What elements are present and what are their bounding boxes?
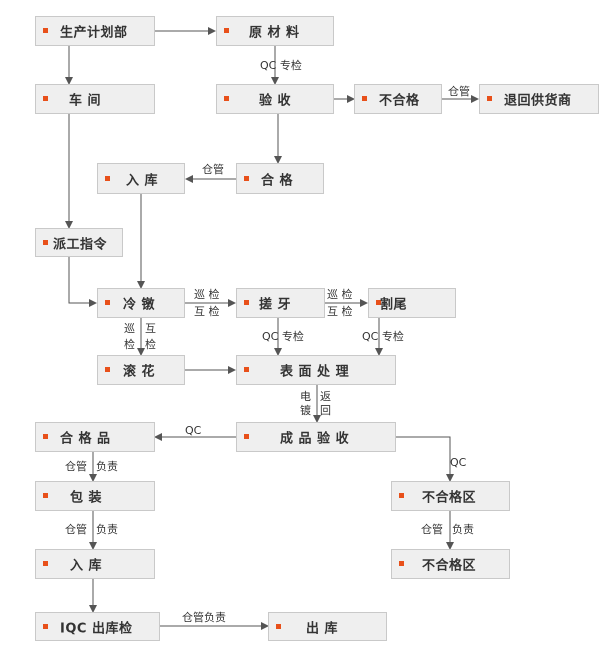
node-workshop: 车 间 bbox=[35, 84, 155, 114]
edge-label-responsible: 负责 bbox=[96, 460, 118, 473]
edge-label-patrol: 巡 bbox=[124, 322, 135, 335]
node-finished-inspection: 成 品 验 收 bbox=[236, 422, 396, 452]
node-iqc-outbound-check: IQC 出库检 bbox=[35, 612, 160, 641]
node-label: 退回供货商 bbox=[504, 93, 572, 109]
node-label: 入 库 bbox=[126, 173, 159, 188]
edge-label-mutual: 互 bbox=[145, 322, 156, 335]
bullet-marker bbox=[244, 367, 249, 372]
node-label: 搓 牙 bbox=[259, 297, 292, 313]
node-label: 冷 镦 bbox=[123, 297, 156, 313]
node-return-to-supplier: 退回供货商 bbox=[479, 84, 599, 114]
bullet-marker bbox=[43, 239, 48, 245]
node-nonconforming-zone-1: 不合格区 bbox=[391, 481, 510, 511]
node-label: 包 装 bbox=[70, 490, 103, 506]
bullet-marker bbox=[399, 561, 404, 566]
node-label: 成 品 验 收 bbox=[280, 431, 350, 447]
bullet-marker bbox=[487, 96, 492, 101]
node-label: 车 间 bbox=[69, 93, 102, 109]
node-stock-in-top: 入 库 bbox=[97, 163, 185, 194]
bullet-marker bbox=[43, 96, 48, 101]
edge-label-qc: QC bbox=[185, 424, 202, 437]
edge-label-patrol-check: 巡 检 bbox=[327, 288, 353, 301]
edge-label-mutual-check: 互 检 bbox=[194, 305, 220, 318]
node-label: 合 格 品 bbox=[60, 431, 111, 447]
node-label: 派工指令 bbox=[53, 237, 108, 252]
bullet-marker bbox=[105, 300, 110, 305]
edge-label-return: 回 bbox=[320, 404, 331, 417]
node-label: 生产计划部 bbox=[60, 25, 128, 41]
edge-label-check: 检 bbox=[124, 338, 135, 351]
edge-label-return: 返 bbox=[320, 390, 331, 403]
node-qualified-top: 合 格 bbox=[236, 163, 324, 194]
node-label: 合 格 bbox=[261, 173, 294, 188]
node-surface-treatment: 表 面 处 理 bbox=[236, 355, 396, 385]
node-nonconforming: 不合格 bbox=[354, 84, 442, 114]
bullet-marker bbox=[43, 434, 48, 439]
node-thread-rolling: 搓 牙 bbox=[236, 288, 325, 318]
edge-label-qc-check: QC 专检 bbox=[260, 59, 302, 72]
bullet-marker bbox=[244, 300, 249, 305]
node-label: IQC 出库检 bbox=[60, 621, 133, 636]
node-label: 不合格区 bbox=[422, 490, 477, 506]
edge-label-warehouse: 仓管 bbox=[421, 523, 443, 536]
edge-label-qc: QC bbox=[450, 456, 467, 469]
node-production-planning: 生产计划部 bbox=[35, 16, 155, 46]
node-qualified-product: 合 格 品 bbox=[35, 422, 155, 452]
node-outbound: 出 库 bbox=[268, 612, 387, 641]
edge-label-check: 检 bbox=[145, 338, 156, 351]
bullet-marker bbox=[276, 623, 281, 629]
bullet-marker bbox=[224, 28, 229, 33]
node-label: 不合格区 bbox=[422, 558, 477, 574]
arrow-dispatch-to-coldheading bbox=[68, 257, 97, 307]
node-packaging: 包 装 bbox=[35, 481, 155, 511]
node-inspection-receiving: 验 收 bbox=[216, 84, 334, 114]
node-work-dispatch: 派工指令 bbox=[35, 228, 123, 257]
bullet-marker bbox=[105, 367, 110, 372]
node-tail-cutting: 割尾 bbox=[368, 288, 456, 318]
edge-label-responsible: 负责 bbox=[452, 523, 474, 536]
node-nonconforming-zone-2: 不合格区 bbox=[391, 549, 510, 579]
bullet-marker bbox=[224, 96, 229, 101]
bullet-marker bbox=[244, 175, 249, 181]
edge-label-warehouse: 仓管 bbox=[65, 460, 87, 473]
bullet-marker bbox=[105, 175, 110, 181]
edge-label-qc-check: QC 专检 bbox=[362, 330, 404, 343]
edge-label-mutual-check: 互 检 bbox=[327, 305, 353, 318]
edge-label-plating: 镀 bbox=[300, 404, 311, 417]
bullet-marker bbox=[43, 493, 48, 498]
bullet-marker bbox=[43, 561, 48, 566]
node-label: 表 面 处 理 bbox=[280, 364, 350, 380]
node-raw-materials: 原 材 料 bbox=[216, 16, 334, 46]
edge-label-warehouse-responsible: 仓管负责 bbox=[182, 611, 226, 624]
edge-label-patrol-check: 巡 检 bbox=[194, 288, 220, 301]
edge-label-warehouse: 仓管 bbox=[202, 163, 224, 176]
edge-label-plating: 电 bbox=[300, 390, 311, 403]
node-label: 出 库 bbox=[306, 621, 339, 636]
bullet-marker bbox=[376, 300, 381, 305]
bullet-marker bbox=[43, 28, 48, 33]
node-cold-heading: 冷 镦 bbox=[97, 288, 185, 318]
edge-label-qc-check: QC 专检 bbox=[262, 330, 304, 343]
node-label: 验 收 bbox=[259, 93, 292, 109]
node-label: 原 材 料 bbox=[249, 25, 300, 41]
node-label: 割尾 bbox=[380, 297, 408, 313]
node-knurling: 滚 花 bbox=[97, 355, 185, 385]
bullet-marker bbox=[244, 434, 249, 439]
bullet-marker bbox=[362, 96, 367, 101]
edge-label-warehouse: 仓管 bbox=[65, 523, 87, 536]
edge-label-warehouse: 仓管 bbox=[448, 85, 470, 98]
bullet-marker bbox=[43, 623, 48, 629]
bullet-marker bbox=[399, 493, 404, 498]
node-label: 入 库 bbox=[70, 558, 103, 574]
edge-label-responsible: 负责 bbox=[96, 523, 118, 536]
node-stock-in-bottom: 入 库 bbox=[35, 549, 155, 579]
node-label: 滚 花 bbox=[123, 364, 156, 380]
node-label: 不合格 bbox=[379, 93, 420, 109]
arrow-finished-to-reject-zone bbox=[396, 436, 454, 482]
